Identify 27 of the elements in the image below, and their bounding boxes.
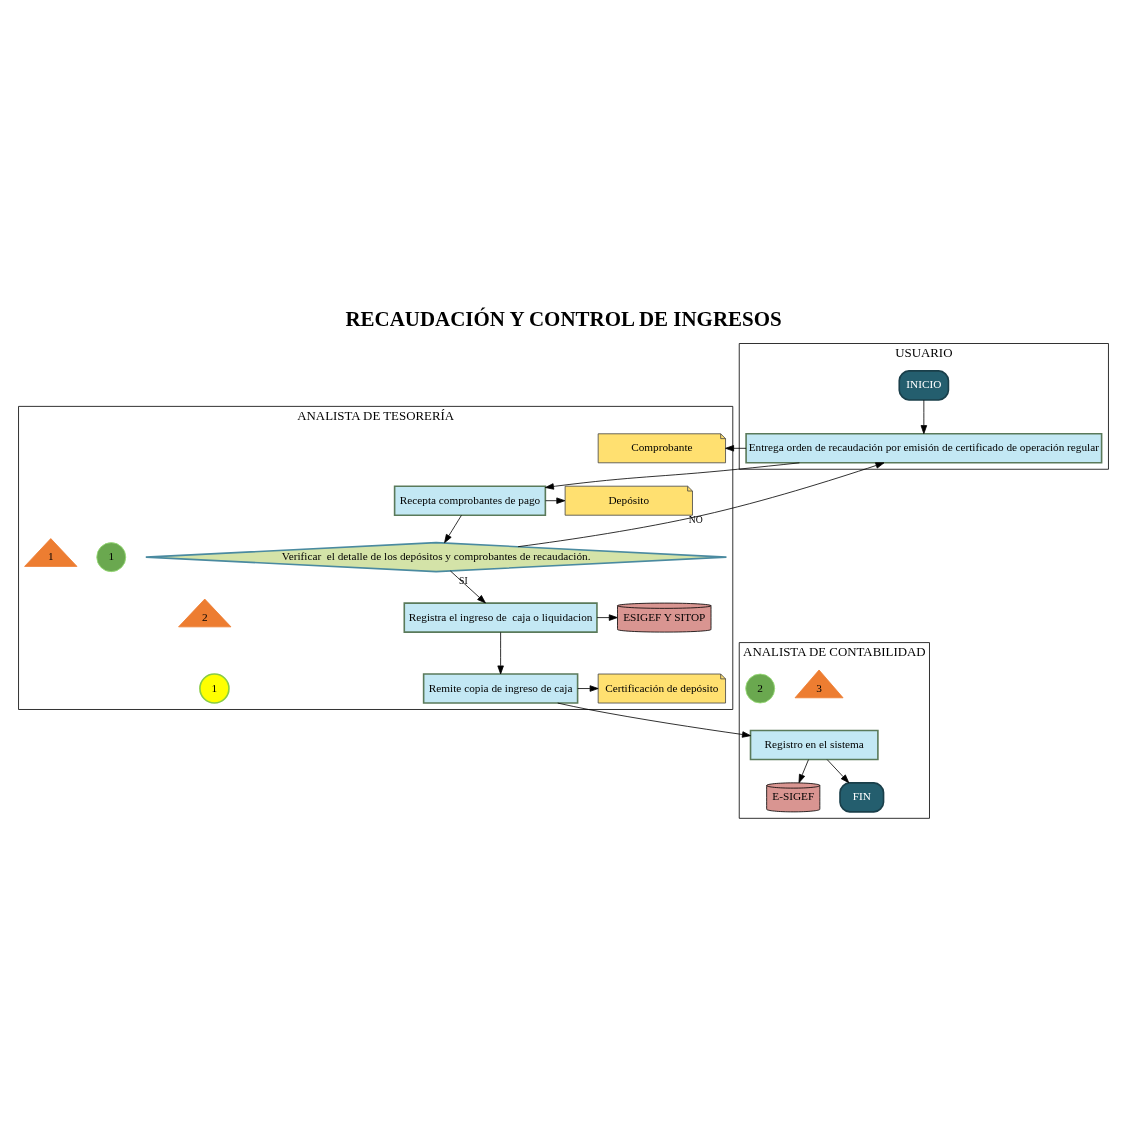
node-box: Entrega orden de recaudación por emisión de certificado de operación regular — [745, 432, 1103, 464]
arrow — [826, 758, 850, 783]
arrow — [725, 444, 747, 452]
arrow — [545, 461, 800, 490]
arrow — [920, 399, 928, 434]
arrow — [545, 496, 566, 504]
arrow — [577, 684, 599, 692]
node-circle: 1 — [199, 672, 230, 704]
arrow — [798, 758, 809, 783]
arrow — [517, 461, 885, 547]
node-box: FIN — [839, 781, 885, 813]
arrow — [497, 631, 504, 674]
arrow — [444, 514, 462, 543]
node-box: INICIO — [898, 369, 950, 401]
node-box: Registra el ingreso de caja o liquidacion — [403, 601, 598, 633]
diagram-title: RECAUDACIÓN Y CONTROL DE INGRESOS — [345, 306, 782, 331]
node-diamond: Verificar el detalle de los depósitos y comprobantes de recaudación. — [145, 541, 728, 572]
arrow — [557, 702, 751, 738]
node-box: Recepta comprobantes de pago — [393, 484, 547, 516]
node-circle: 1 — [96, 541, 127, 572]
edge-label: NO — [688, 513, 703, 525]
arrow — [596, 613, 618, 621]
node-circle: 2 — [745, 673, 776, 703]
node-box: Remite copia de ingreso de caja — [422, 672, 579, 704]
node-box: Registro en el sistema — [749, 729, 879, 760]
edge-label: SI — [459, 574, 468, 586]
arrow — [450, 570, 486, 603]
